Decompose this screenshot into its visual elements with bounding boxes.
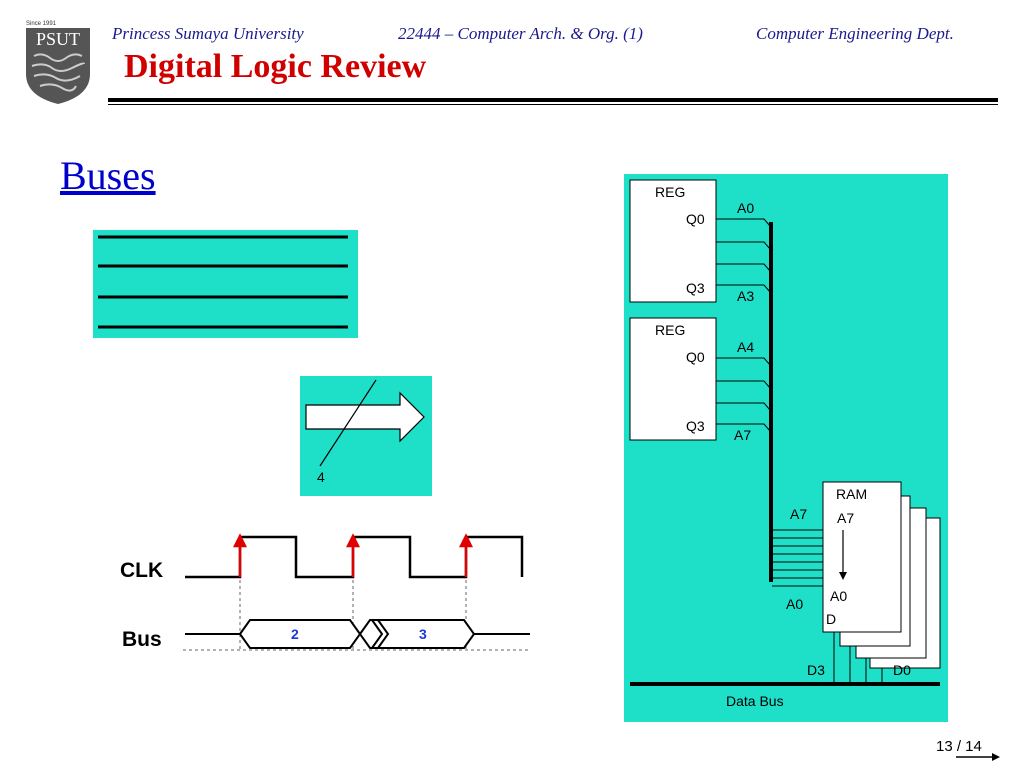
bus-addr-a0: A0	[786, 596, 804, 612]
bus-width-label: 4	[317, 469, 325, 485]
up-arrow-icon	[345, 533, 361, 548]
reg2-q0: Q0	[686, 349, 705, 365]
reg2-box	[629, 317, 717, 441]
bus-value-3-label: 3	[419, 626, 427, 642]
clock-edges	[232, 533, 474, 577]
addr-a7: A7	[734, 427, 752, 443]
data-bus-label: Data Bus	[726, 693, 784, 709]
bus-lines	[98, 235, 348, 329]
ram-a0: A0	[830, 588, 848, 604]
bus-value-3	[358, 619, 476, 649]
clk-label: CLK	[120, 559, 164, 582]
bus-width-slash	[319, 379, 377, 467]
bus-value-2-label: 2	[291, 626, 299, 642]
logo-since: Since 1991	[26, 21, 57, 27]
address-lines	[716, 218, 883, 683]
page-number: 13 / 14	[936, 738, 982, 755]
logo-abbr: PSUT	[36, 29, 80, 49]
reg1-q0: Q0	[686, 211, 705, 227]
addr-a3: A3	[737, 288, 755, 304]
timing-guides	[183, 580, 530, 651]
bus-label: Bus	[122, 628, 162, 651]
data-d0: D0	[893, 662, 911, 678]
header-department: Computer Engineering Dept.	[756, 24, 954, 43]
next-page-arrow-icon[interactable]	[992, 753, 1000, 761]
ram-title: RAM	[836, 486, 868, 502]
reg2-title: REG	[655, 322, 686, 338]
reg1-title: REG	[655, 184, 686, 200]
bus-addr-a7: A7	[790, 506, 808, 522]
psut-seal-icon: Since 1991 PSUT	[26, 21, 90, 104]
addr-a4: A4	[737, 339, 755, 355]
up-arrow-icon	[232, 533, 248, 548]
reg1-q3: Q3	[686, 280, 705, 296]
bus-waveform	[185, 619, 530, 649]
memory-diagram	[629, 179, 941, 669]
reg1-box	[629, 179, 717, 303]
reg2-q3: Q3	[686, 418, 705, 434]
slide-title: Digital Logic Review	[124, 48, 427, 85]
header-course: 22444 – Computer Arch. & Org. (1)	[398, 24, 643, 43]
bus-value-2	[238, 619, 362, 649]
header-rule	[108, 98, 998, 102]
data-d3: D3	[807, 662, 825, 678]
ram-box	[822, 481, 902, 633]
down-arrow-icon	[839, 572, 847, 580]
header-rule-thin	[108, 104, 998, 105]
addr-a0: A0	[737, 200, 755, 216]
bus-arrow-icon	[305, 391, 425, 443]
ram-a7: A7	[837, 510, 855, 526]
ram-data: D	[826, 611, 837, 627]
section-title: Buses	[60, 153, 156, 198]
psut-logo: Since 1991 PSUT	[22, 18, 94, 104]
bus-lines-panel	[93, 230, 358, 338]
header-university: Princess Sumaya University	[112, 24, 304, 43]
up-arrow-icon	[458, 533, 474, 548]
